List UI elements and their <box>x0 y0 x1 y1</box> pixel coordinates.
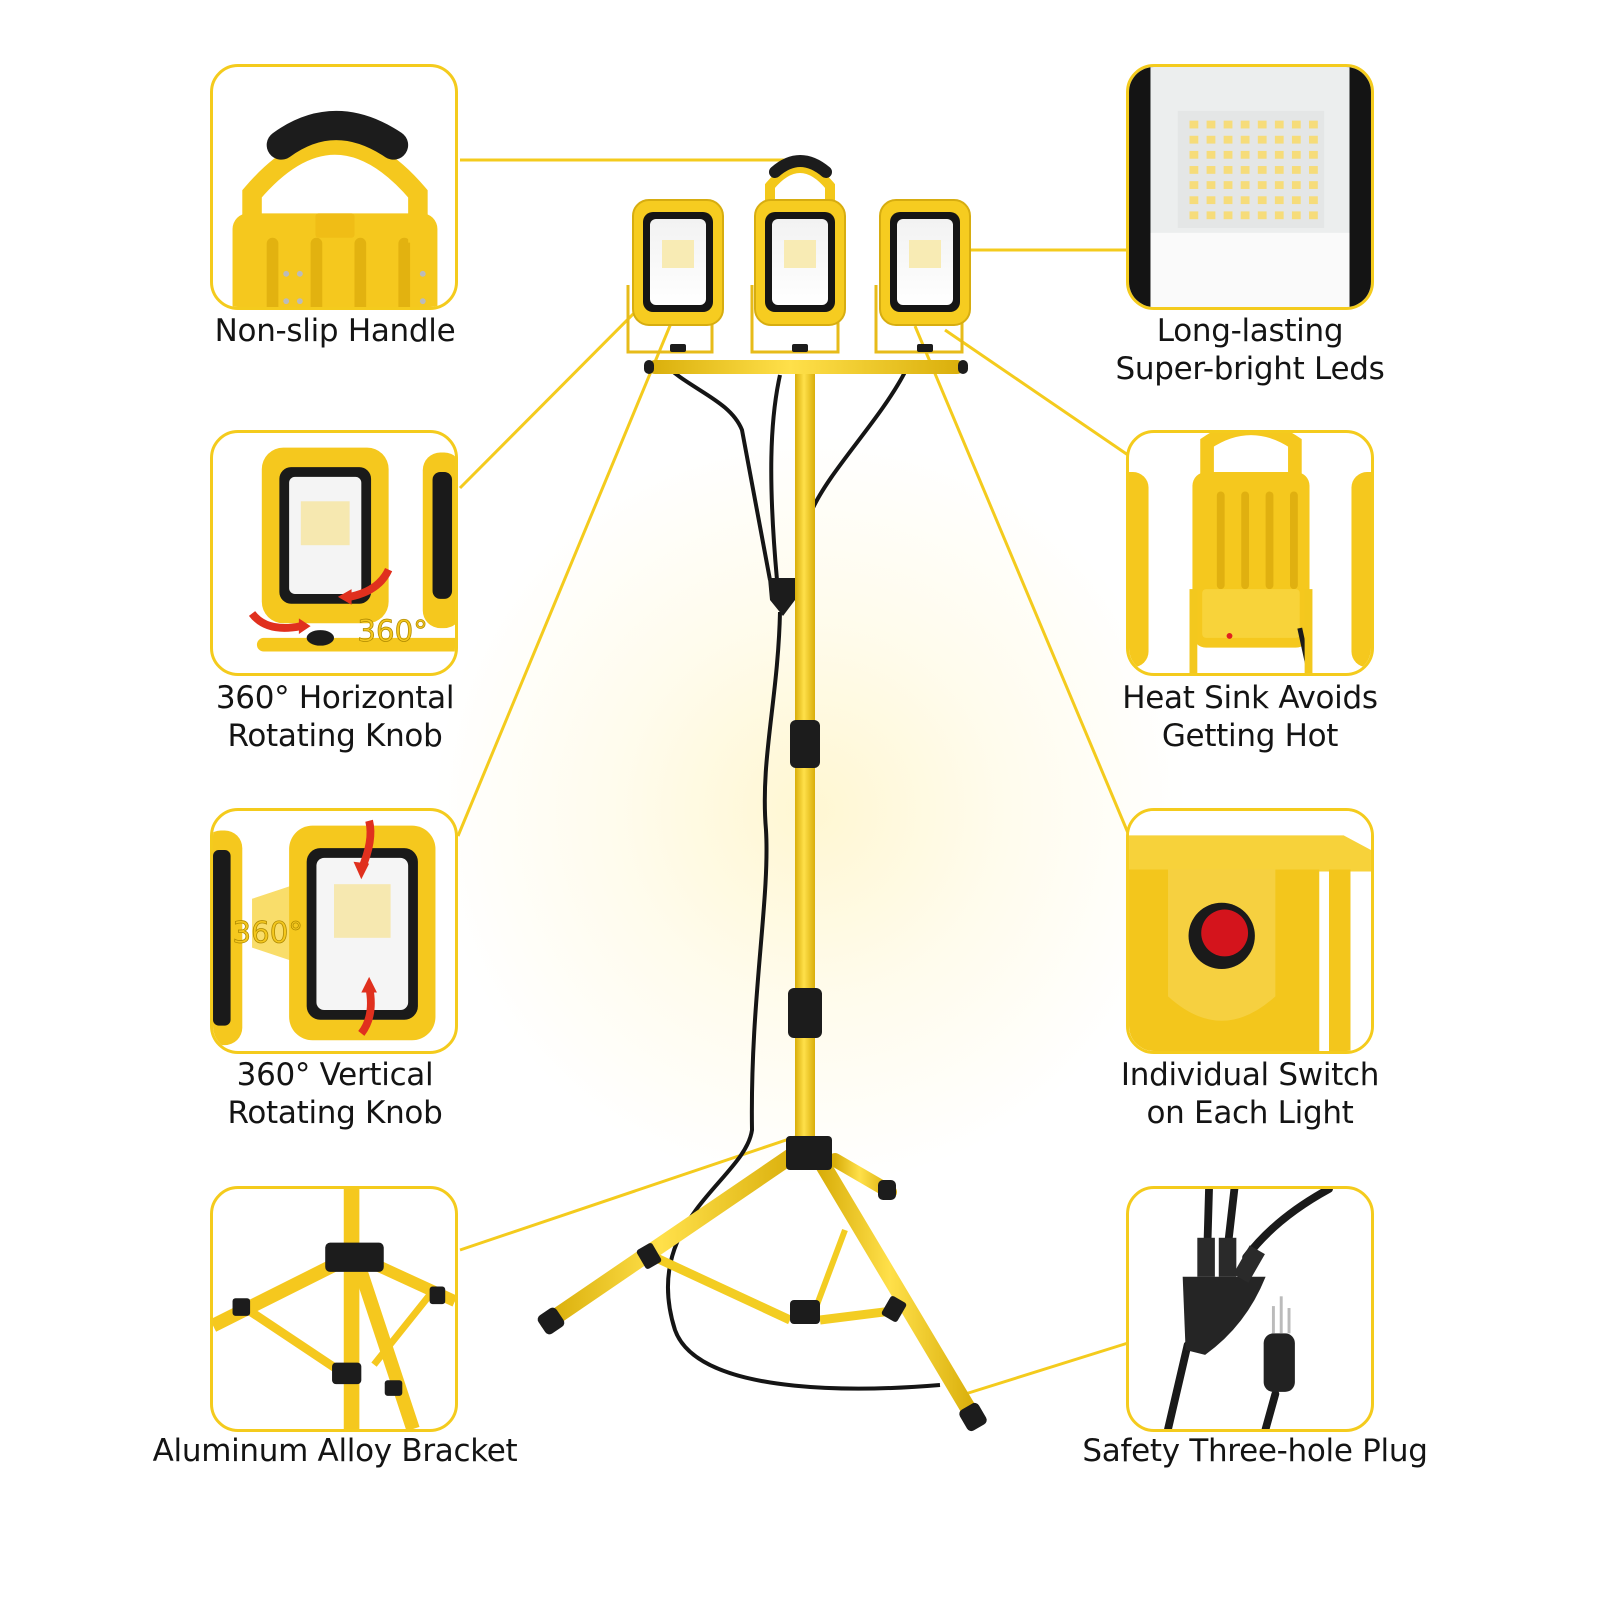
feature-panel-vertical-knob: 360° <box>210 808 458 1054</box>
top-handle-grip <box>769 155 832 178</box>
pole-lock-upper <box>790 720 820 768</box>
caption-handle: Non-slip Handle <box>214 313 456 349</box>
handle-icon <box>232 110 438 307</box>
cable-splitter <box>768 578 795 616</box>
feature-panel-switch <box>1126 808 1374 1054</box>
tripod-base <box>537 1136 987 1432</box>
pole-lock-lower <box>788 988 822 1038</box>
caption-horizontal-knob: 360° Horizontal Rotating Knob <box>215 680 455 754</box>
three-prong-plug-icon <box>1164 1189 1333 1429</box>
caption-vertical-knob: 360° Vertical Rotating Knob <box>227 1057 443 1131</box>
light-head-left <box>626 199 724 354</box>
caption-switch: Individual Switch on Each Light <box>1120 1057 1380 1131</box>
caption-bracket: Aluminum Alloy Bracket <box>152 1433 518 1469</box>
light-head-center <box>750 199 846 354</box>
feature-panel-leds <box>1126 64 1374 310</box>
feature-panel-horizontal-knob: 360° <box>210 430 458 676</box>
crossbar <box>648 360 964 374</box>
tripod-icon <box>213 1189 455 1429</box>
caption-heat-sink: Heat Sink Avoids Getting Hot <box>1122 680 1378 754</box>
rotate-horizontal-icon: 360° <box>248 447 455 652</box>
light-head-right <box>874 199 971 354</box>
heat-sink-icon <box>1129 433 1371 673</box>
feature-panel-plug <box>1126 1186 1374 1432</box>
caption-leds: Long-lasting Super-bright Leds <box>1115 313 1385 387</box>
feature-panel-bracket <box>210 1186 458 1432</box>
feature-panel-handle <box>210 64 458 310</box>
badge-360: 360° <box>233 916 303 950</box>
power-switch-icon <box>1129 811 1371 1051</box>
rotate-vertical-icon: 360° <box>213 819 436 1046</box>
led-grid-icon <box>1129 67 1371 307</box>
badge-360: 360° <box>357 614 427 648</box>
caption-plug: Safety Three-hole Plug <box>1082 1433 1428 1469</box>
feature-panel-heat-sink <box>1126 430 1374 676</box>
